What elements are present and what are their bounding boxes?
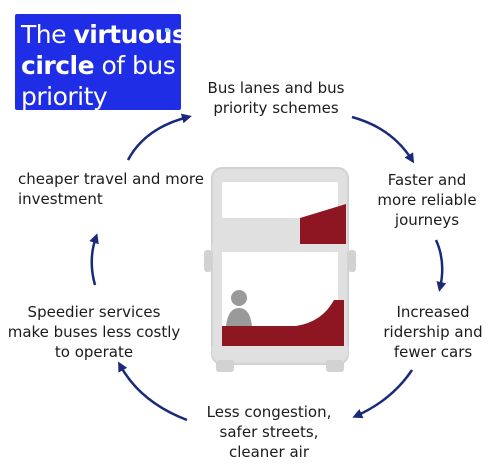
step-faster-journeys: Faster and more reliable journeys — [372, 170, 482, 230]
step-less-congestion: Less congestion, safer streets, cleaner … — [188, 402, 350, 462]
title-line-3: priority — [21, 82, 108, 111]
title-line-1: The virtuous — [21, 19, 187, 50]
title-accent-dot — [165, 28, 169, 32]
curved-arrow-icon-bottom-right — [352, 369, 414, 419]
diagram-title-box: The virtuous circle of bus priority — [15, 14, 187, 111]
step-faster-journeys-line-3: journeys — [394, 211, 460, 229]
curved-arrow-icon-right — [434, 239, 447, 292]
step-bus-lanes: Bus lanes and bus priority schemes — [192, 78, 360, 118]
step-less-congestion-line-1: Less congestion, — [206, 403, 332, 421]
step-increased-ridership-line-2: ridership and — [383, 323, 483, 341]
step-increased-ridership: Increased ridership and fewer cars — [370, 302, 496, 362]
curved-arrow-icon-top-left — [126, 113, 192, 161]
step-increased-ridership-line-3: fewer cars — [393, 343, 473, 361]
step-cheaper-travel: cheaper travel and more investment — [18, 169, 218, 209]
step-cheaper-travel-line-1: cheaper travel and more — [18, 170, 204, 188]
title-line-2: circle of bus — [21, 50, 176, 81]
curved-arrow-icon-left — [89, 233, 99, 286]
title-bold-word-circle: circle — [21, 51, 95, 80]
step-speedier-services-line-1: Speedier services — [27, 303, 161, 321]
curved-arrow-icon-bottom-left — [118, 361, 188, 422]
step-less-congestion-line-2: safer streets, — [219, 423, 319, 441]
step-bus-lanes-line-1: Bus lanes and bus — [207, 79, 345, 97]
driver-icon — [226, 290, 252, 326]
double-decker-bus-icon — [204, 167, 356, 372]
step-less-congestion-line-3: cleaner air — [228, 443, 310, 461]
step-speedier-services-line-2: make buses less costly — [7, 323, 181, 341]
title-prefix: The — [21, 20, 74, 49]
step-speedier-services: Speedier services make buses less costly… — [2, 302, 186, 362]
title-bold-word-virtuous: virtuous — [73, 20, 187, 49]
step-bus-lanes-line-2: priority schemes — [213, 99, 339, 117]
step-faster-journeys-line-2: more reliable — [377, 191, 477, 209]
step-speedier-services-line-3: to operate — [54, 343, 134, 361]
curved-arrow-icon-top-right — [351, 115, 415, 164]
step-cheaper-travel-line-2: investment — [18, 190, 103, 208]
step-increased-ridership-line-1: Increased — [396, 303, 470, 321]
step-faster-journeys-line-1: Faster and — [387, 171, 467, 189]
title-line-2-rest: of bus — [94, 51, 176, 80]
